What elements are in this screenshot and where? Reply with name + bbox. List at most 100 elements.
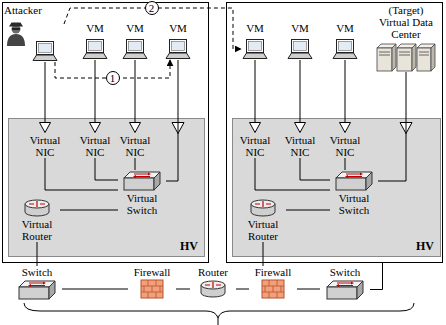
- icon-part: [25, 200, 49, 208]
- node-label: Virtual NIC: [77, 134, 113, 158]
- icon-part: [141, 280, 163, 298]
- node-label: VM: [81, 22, 109, 34]
- laptop-icon: [287, 38, 313, 60]
- node-label: Router: [190, 266, 236, 279]
- icon-part: [39, 44, 52, 53]
- nic-triangle: [129, 122, 141, 133]
- icon-part: [28, 282, 46, 288]
- laptop-icon: [242, 38, 268, 60]
- hypervisor-region: HVVirtual NICVirtual NICVirtual NICVirtu…: [232, 118, 440, 256]
- icon-part: [243, 53, 267, 59]
- icon-part: [40, 123, 51, 133]
- icon-part: [129, 42, 142, 51]
- router-icon: [24, 198, 50, 218]
- link-wire: [45, 62, 46, 122]
- icon-part: [288, 53, 312, 59]
- link-wire: [297, 289, 320, 290]
- icon-part: [12, 28, 20, 30]
- callout-number: 2: [145, 1, 159, 15]
- server-icon: [375, 42, 437, 72]
- icon-part: [377, 48, 392, 71]
- link-wire: [300, 158, 330, 180]
- laptop-icon: [332, 38, 358, 60]
- firewall-device: Firewall: [249, 266, 297, 299]
- link-wire: [60, 210, 118, 211]
- icon-part: [49, 281, 55, 299]
- icon-part: [339, 42, 352, 51]
- icon-part: [247, 40, 264, 53]
- hypervisor-band: [9, 119, 205, 257]
- icon-part: [141, 280, 163, 298]
- icon-part: [130, 123, 141, 133]
- virtual-machine: VM: [81, 22, 109, 60]
- icon-part: [431, 44, 435, 71]
- laptop-icon: [122, 38, 148, 60]
- icon-part: [172, 42, 185, 51]
- firewall-icon: [140, 279, 164, 299]
- icon-part: [392, 44, 396, 71]
- icon-part: [262, 280, 284, 298]
- icon-part: [294, 42, 307, 51]
- icon-part: [397, 48, 412, 71]
- node-label: Virtual NIC: [27, 134, 63, 158]
- link-wire: [176, 289, 190, 290]
- link-wire: [378, 72, 406, 181]
- link-wire: [263, 242, 264, 266]
- link-wire: [300, 60, 301, 122]
- icon-part: [336, 282, 354, 288]
- network-brace: [24, 303, 414, 318]
- virtual-nic: Virtual NIC: [77, 122, 113, 158]
- firewall-device: Firewall: [128, 266, 176, 299]
- node-label: Virtual NIC: [282, 134, 318, 158]
- node-label: VM: [241, 22, 269, 34]
- router-icon: [200, 279, 226, 299]
- icon-part: [357, 281, 363, 299]
- node-label: Virtual Router: [240, 218, 286, 242]
- icon-part: [377, 44, 435, 71]
- icon-part: [250, 123, 261, 133]
- node-label: Virtual Switch: [118, 192, 166, 216]
- icon-part: [366, 172, 372, 190]
- icon-part: [90, 123, 101, 133]
- nic-triangle: [39, 122, 51, 133]
- link-wire: [95, 60, 96, 122]
- icon-part: [292, 40, 309, 53]
- host-box: [227, 3, 443, 263]
- laptop-icon: [82, 38, 108, 60]
- data-center: (Target) Virtual Data Center: [374, 4, 438, 72]
- icon-part: [333, 53, 357, 59]
- icon-part: [340, 123, 351, 133]
- icon-part: [166, 53, 190, 59]
- virtual-nic: Virtual NIC: [27, 122, 63, 158]
- hypervisor-band: [233, 119, 441, 257]
- virtual-router: Virtual Router: [14, 198, 60, 242]
- icon-part: [124, 178, 154, 190]
- nic-triangle: [89, 122, 101, 133]
- icon-part: [251, 200, 275, 208]
- icon-part: [201, 281, 225, 289]
- icon-part: [127, 40, 144, 53]
- icon-part: [255, 201, 271, 207]
- icon-part: [134, 174, 150, 177]
- link-wire: [236, 289, 249, 290]
- icon-part: [336, 178, 366, 190]
- node-label: HV: [180, 240, 198, 252]
- icon-part: [133, 173, 151, 179]
- node-label: (Target) Virtual Data Center: [374, 4, 438, 40]
- node-label: Virtual NIC: [237, 134, 273, 158]
- firewall-icon: [261, 279, 285, 299]
- link-wire: [45, 158, 118, 190]
- node-label: VM: [164, 22, 192, 34]
- attacker-figure: [6, 20, 26, 46]
- virtual-nic: Virtual NIC: [327, 122, 363, 158]
- node-label: Switch: [320, 266, 370, 279]
- virtual-switch: Virtual Switch: [118, 170, 166, 216]
- virtual-machine: VM: [164, 22, 192, 60]
- icon-part: [87, 40, 104, 53]
- icon-part: [249, 42, 262, 51]
- icon-part: [33, 55, 57, 61]
- virtual-nic: Virtual NIC: [237, 122, 273, 158]
- icon-part: [262, 280, 284, 298]
- icon-part: [83, 53, 107, 59]
